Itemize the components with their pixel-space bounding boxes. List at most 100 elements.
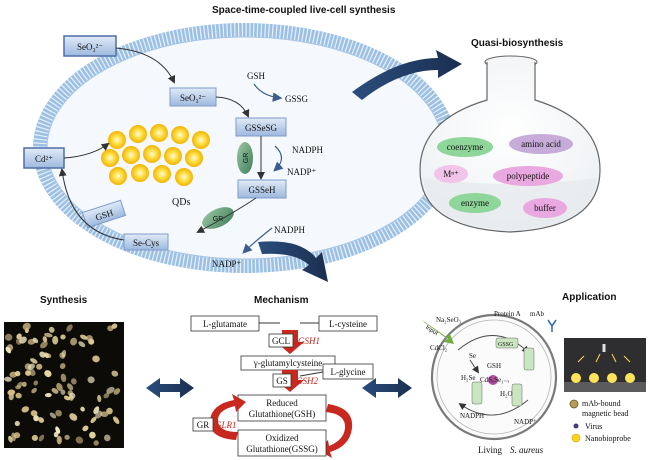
micrograph-cell — [66, 383, 74, 391]
detection-photo — [564, 338, 646, 392]
gssg-app-label: GSSG — [498, 342, 514, 348]
ingredient-amino-acid: amino acid — [521, 139, 561, 149]
micrograph-cell — [30, 358, 38, 364]
gr-1-label: GR — [243, 153, 250, 164]
micrograph-cell — [25, 370, 32, 376]
micrograph-cell — [30, 410, 38, 417]
secys-to-cd-arrow — [58, 168, 125, 241]
reduced-line-2: Glutathione(GSH) — [249, 409, 316, 419]
seo3-uptake-arrow — [115, 47, 176, 84]
gs-box — [272, 373, 292, 388]
gr-2-label: GR — [213, 216, 224, 223]
micrograph-cell — [21, 406, 30, 413]
to-quasi-arrow — [352, 50, 462, 100]
nadp-2-label: NADP⁺ — [212, 259, 242, 269]
antibody-icon — [547, 319, 557, 332]
nadph-1-label: NADPH — [292, 145, 324, 155]
micrograph-cell — [40, 341, 48, 349]
nanobioprobe-icon — [571, 433, 581, 443]
gcl-label: GCL — [272, 336, 290, 346]
gr-enzyme-2 — [202, 207, 234, 229]
micrograph-cell — [111, 370, 119, 377]
micrograph-cell — [90, 416, 97, 424]
micrograph-cell — [103, 392, 110, 399]
saureus-label: S. aureus — [510, 445, 544, 455]
micrograph-cell — [113, 388, 121, 395]
mab-label: mAb — [530, 310, 545, 318]
legend-mab-bound: mAb-bound — [582, 399, 621, 408]
micrograph-cell — [8, 435, 13, 443]
micrograph-cell — [80, 334, 88, 340]
ingredient-coenzyme-pill — [437, 137, 493, 157]
ingredient-buffer: buffer — [534, 203, 556, 213]
micrograph-cell — [82, 425, 89, 432]
nadph-2-label: NADPH — [274, 225, 306, 235]
micrograph-cell — [39, 351, 46, 358]
micrograph-cell — [93, 440, 99, 446]
nadph-app-label: NADPH — [460, 412, 484, 420]
ingredient-enzyme: enzyme — [461, 198, 489, 208]
gs-label: GS — [276, 376, 288, 386]
micrograph-cell — [45, 353, 52, 358]
cell-title: Space-time-coupled live-cell synthesis — [212, 5, 396, 16]
legend-nanobioprobe: Nanobioprobe — [585, 434, 631, 443]
se-label: Se — [469, 352, 476, 360]
gsh-box — [81, 199, 127, 229]
gsseh-label: GSSeH — [248, 185, 276, 195]
quantum-dots-cluster — [101, 124, 210, 186]
living-label: Living — [478, 445, 502, 455]
micrograph-cell — [55, 409, 62, 417]
gsseh-to-secys-arrow — [196, 197, 257, 233]
seo3-inside-label: SeO₃²⁻ — [180, 93, 206, 103]
micrograph-cell — [44, 370, 52, 378]
micrograph-cell — [68, 395, 74, 401]
input-arrow — [422, 320, 454, 344]
gssg-top-label: GSSG — [285, 94, 309, 104]
micrograph-cell — [36, 363, 43, 370]
micrograph-cell — [97, 394, 102, 403]
ingredient-coenzyme: coenzyme — [447, 142, 483, 152]
micrograph-cell — [69, 413, 78, 421]
micrograph-cell — [31, 387, 37, 394]
micrograph-cell — [5, 346, 12, 354]
cycle-arrow-right — [318, 404, 353, 458]
micrograph-cell — [103, 434, 111, 442]
double-arrow-left — [146, 378, 194, 398]
cds-label: CdSₓSe₁₋ₓ — [480, 376, 510, 384]
nadph-cycle-1-arrow — [273, 145, 284, 172]
gsh2-label: GSH2 — [296, 376, 318, 386]
micrograph-cell — [60, 373, 67, 382]
quasi-ingredients: coenzyme amino acid Mⁿ⁺ polypeptide enzy… — [434, 134, 573, 218]
micrograph-cell — [33, 415, 40, 422]
micrograph-cell — [33, 380, 39, 386]
micrograph-cell — [93, 406, 100, 415]
micrograph-cell — [100, 411, 109, 418]
quasi-title: Quasi-biosynthesis — [471, 38, 564, 49]
application-title: Application — [562, 292, 616, 303]
gr-enzyme-1 — [237, 142, 253, 174]
gsh-gssg-arrow — [253, 83, 283, 102]
micrograph-cell — [42, 336, 48, 343]
legend: mAb-bound magnetic bead Virus Nanobiopro… — [569, 399, 631, 443]
h2se-label: H₂Se — [461, 374, 476, 382]
micrograph-cell — [59, 363, 66, 370]
seo3-outside-label: SeO₃²⁻ — [77, 42, 103, 52]
micrograph-cell — [44, 392, 52, 398]
micrograph-cell — [15, 392, 22, 399]
micrograph-cell — [4, 376, 12, 382]
micrograph-cell — [22, 322, 31, 331]
ingredient-metal: Mⁿ⁺ — [443, 169, 459, 179]
micrograph-cell — [106, 386, 115, 394]
gsseh-box — [237, 179, 287, 199]
cdcl2-label: CdCl₂ — [430, 344, 448, 352]
micrograph-cell — [60, 334, 66, 340]
micrograph-cell — [21, 381, 27, 387]
micrograph-cell — [48, 326, 55, 333]
micrograph-cell — [89, 431, 96, 439]
micrograph-cell — [53, 431, 59, 438]
legend-magnetic-bead: magnetic bead — [582, 409, 628, 418]
cd-uptake-arrow — [63, 142, 110, 159]
micrograph-cell — [14, 420, 20, 427]
gr-mech-label: GR — [197, 420, 210, 430]
